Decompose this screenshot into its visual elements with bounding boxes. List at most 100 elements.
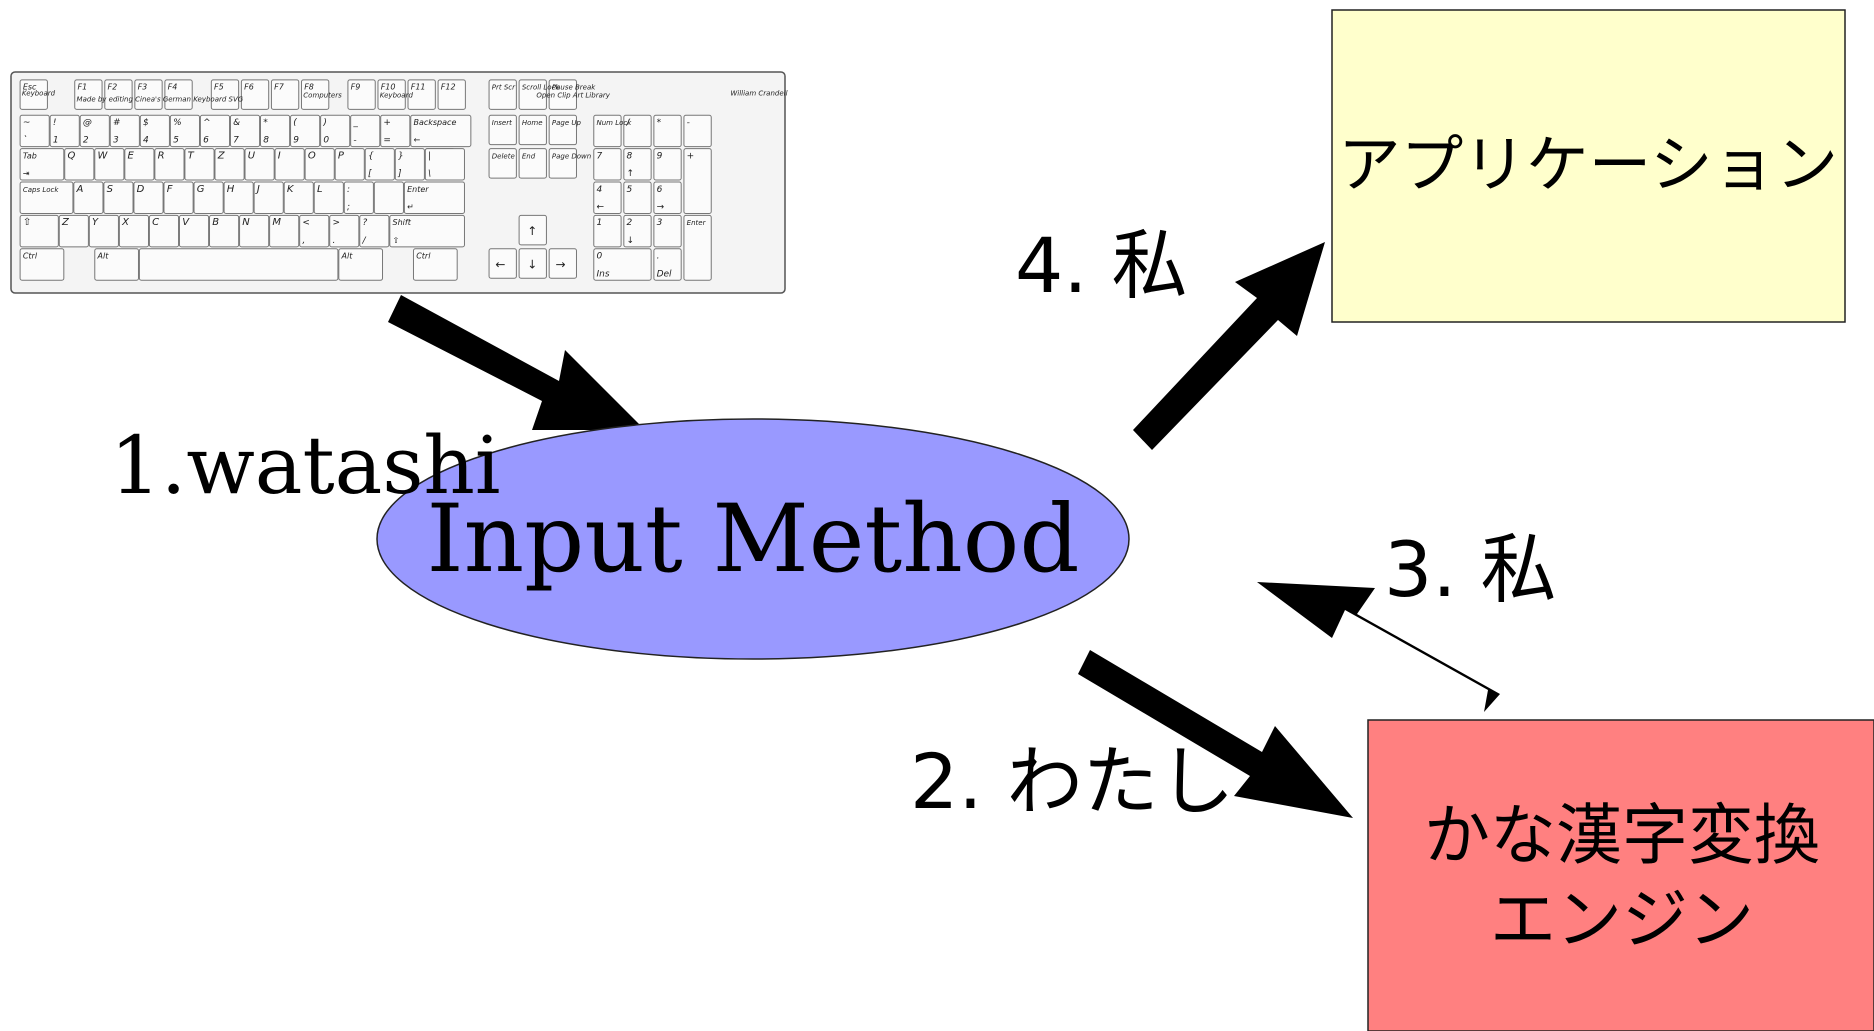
- key-bracket-bottom-label: \: [428, 169, 431, 179]
- key-letter-top-label: J: [255, 184, 260, 195]
- key-backspace-top-label: Backspace: [413, 118, 456, 127]
- key-letter-top-label: X: [121, 217, 130, 228]
- key-scrolllock-top-label: Scroll Lock: [522, 84, 561, 92]
- key-num-star-top-label: *: [657, 118, 662, 128]
- key-punct-top-label: ?: [362, 218, 367, 228]
- key-end-top-label: End: [522, 152, 536, 160]
- key-capslock: [19, 181, 74, 214]
- key-tab: [19, 148, 65, 181]
- key-f6: [240, 79, 270, 110]
- key-number-row-bottom-label: 7: [233, 136, 239, 146]
- key-letter-top-label: F: [167, 184, 173, 195]
- key-letter: [283, 181, 314, 214]
- key-enter-bottom-label: ↵: [407, 203, 414, 212]
- key-num-star: [653, 114, 682, 148]
- input-method-label: Input Method: [427, 485, 1080, 594]
- key-letter: [103, 181, 134, 214]
- key-f11-top-label: F11: [411, 83, 426, 92]
- key-number-row-bottom-label: 0: [323, 136, 329, 146]
- key-num-plus-top-label: +: [687, 151, 695, 161]
- key-punct-bottom-label: /: [361, 236, 366, 246]
- key-num-del-bottom-label: Del: [657, 269, 672, 279]
- key-letter: [304, 148, 335, 181]
- key-letter-top-label: M: [272, 217, 281, 228]
- key-letter: [88, 214, 119, 248]
- key-letter: [214, 148, 245, 181]
- key-number-row-top-label: +: [383, 118, 391, 128]
- key-letter-top-label: O: [308, 150, 316, 161]
- key-numlock-top-label: Num Lock: [597, 119, 633, 127]
- key-bracket-bottom-label: ]: [397, 169, 402, 179]
- key-enter-top-label: Enter: [407, 185, 429, 194]
- key-pageup-top-label: Page Up: [552, 119, 582, 127]
- arrow-input-method-to-engine: [1078, 650, 1353, 818]
- key-numpad-digit-bottom-label: ↑: [627, 169, 635, 179]
- key-ctrl-left-top-label: Ctrl: [23, 252, 38, 261]
- key-number-row-top-label: (: [293, 118, 297, 128]
- key-numpad-digit: [623, 181, 652, 214]
- key-letter: [178, 214, 210, 248]
- key-letter: [163, 181, 194, 214]
- key-number-row-top-label: #: [113, 118, 121, 128]
- application-label: アプリケーション: [1338, 128, 1838, 201]
- key-numpad-digit-top-label: 7: [597, 151, 603, 161]
- key-letter-top-label: H: [227, 184, 235, 195]
- key-numpad-digit-bottom-label: →: [657, 203, 665, 213]
- conversion-engine-node: [1367, 719, 1874, 1031]
- key-number-row-bottom-label: 4: [143, 136, 149, 146]
- key-punct: [329, 214, 360, 248]
- key-punct-bottom-label: .: [332, 236, 335, 246]
- key-numpad-digit-top-label: 9: [657, 151, 663, 161]
- key-home: [518, 114, 547, 146]
- arrow-down-icon: ↓: [527, 257, 537, 271]
- key-number-row: [320, 114, 351, 148]
- key-punct-top-label: <: [302, 218, 310, 228]
- key-punct: [359, 214, 390, 248]
- key-number-row: [199, 114, 231, 148]
- key-num-del: [653, 248, 682, 281]
- key-pause: [548, 79, 577, 110]
- key-arrow-up: [518, 214, 547, 246]
- key-letter: [58, 214, 89, 248]
- key-capslock-top-label: Caps Lock: [23, 186, 60, 194]
- key-number-row-top-label: !: [53, 118, 57, 128]
- key-letter: [239, 214, 270, 248]
- key-letter-top-label: T: [188, 150, 195, 161]
- key-num-zero: [593, 248, 652, 281]
- key-f11: [407, 79, 436, 110]
- key-ctrl-right-top-label: Ctrl: [416, 252, 431, 261]
- key-numpad-digit-bottom-label: ←: [597, 203, 605, 213]
- key-semicolon-top-label: :: [347, 185, 350, 195]
- credit-open-clip: Open Clip Art Library: [536, 92, 610, 100]
- key-number-row-top-label: ^: [203, 118, 211, 128]
- key-numpad-digit: [623, 214, 652, 248]
- key-number-row-top-label: &: [233, 118, 240, 128]
- key-enter: [403, 181, 465, 214]
- key-f1: [74, 79, 103, 110]
- key-num-enter: [683, 214, 712, 281]
- key-f7: [270, 79, 300, 110]
- key-alt-right: [338, 248, 384, 281]
- key-letter: [223, 181, 254, 214]
- key-letter: [73, 181, 104, 214]
- key-numpad-digit-top-label: 8: [627, 151, 633, 161]
- key-f9-top-label: F9: [351, 83, 361, 92]
- key-filler: [424, 148, 465, 181]
- key-f6-top-label: F6: [244, 83, 254, 92]
- key-letter: [313, 181, 344, 214]
- input-method-node: [376, 418, 1130, 660]
- key-num-zero-top-label: 0: [597, 252, 603, 262]
- arrow-up-icon: ↑: [527, 224, 537, 238]
- key-backspace: [410, 114, 472, 148]
- key-number-row-top-label: $: [143, 118, 149, 128]
- key-number-row-top-label: ~: [23, 118, 31, 128]
- key-letter-top-label: G: [197, 184, 205, 195]
- key-arrow-left: [488, 248, 517, 279]
- key-numpad-digit-top-label: 1: [597, 218, 603, 228]
- key-letter-top-label: V: [182, 217, 190, 228]
- step2-label: 2. わたし: [910, 737, 1235, 826]
- key-letter: [118, 214, 149, 248]
- key-bracket-bottom-label: [: [368, 169, 372, 179]
- key-numpad-digit: [593, 181, 622, 214]
